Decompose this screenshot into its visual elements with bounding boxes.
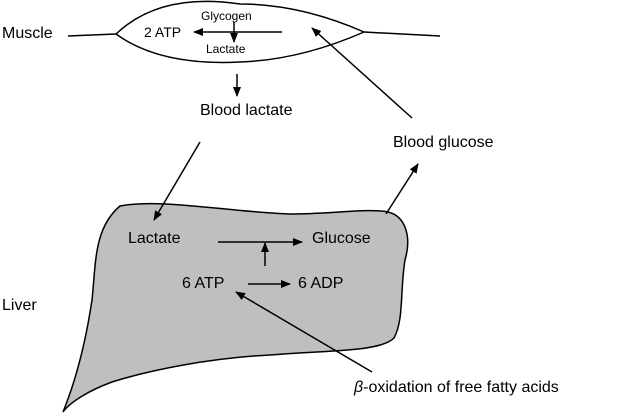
arrow-blood-lactate-to-liver <box>153 141 201 221</box>
six-atp-label: 6 ATP <box>182 275 225 292</box>
beta-symbol: β <box>354 379 364 396</box>
blood-glucose-label: Blood glucose <box>393 134 494 151</box>
liver-shape <box>62 202 409 413</box>
liver-lactate-label: Lactate <box>128 230 181 247</box>
muscle-tendon-right <box>363 31 441 37</box>
beta-oxidation-text: -oxidation of free fatty acids <box>363 379 559 396</box>
glucose-label: Glucose <box>312 230 371 247</box>
two-atp-label: 2 ATP <box>144 24 182 40</box>
arrow-beta-oxidation-to-atp <box>235 291 373 373</box>
muscle-tendon-left <box>67 33 117 37</box>
arrow-blood-glucose-to-muscle <box>311 27 413 119</box>
six-adp-label: 6 ADP <box>298 275 344 292</box>
liver-label: Liver <box>2 297 37 314</box>
muscle-lactate-label: Lactate <box>206 42 246 56</box>
blood-lactate-label: Blood lactate <box>200 102 293 119</box>
beta-oxidation-label: β-oxidation of free fatty acids <box>354 380 559 396</box>
glycogen-label: Glycogen <box>201 9 252 23</box>
arrow-glucose-to-blood-glucose <box>385 163 419 215</box>
muscle-label: Muscle <box>2 25 53 42</box>
